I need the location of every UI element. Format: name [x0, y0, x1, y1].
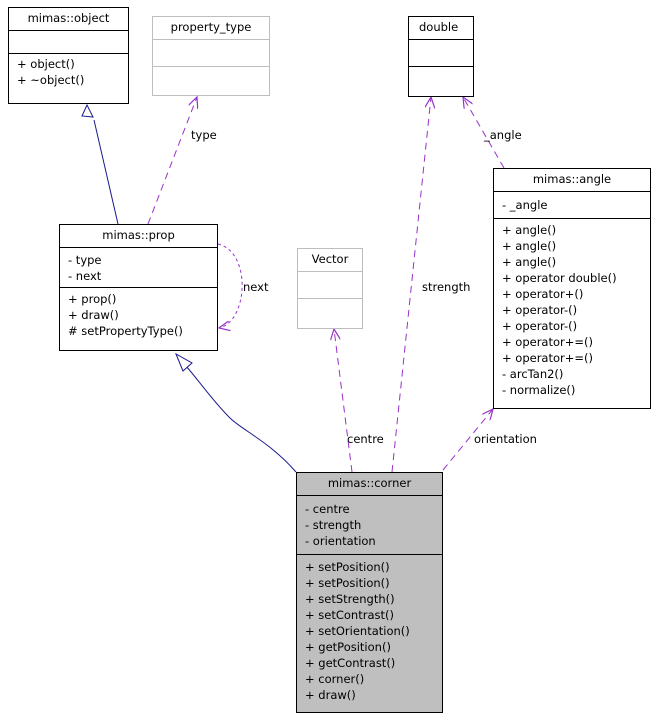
operations-section: + object() + ~object() [9, 53, 128, 90]
edge-label-centre: centre [347, 432, 384, 446]
usage-edge-orientation [442, 409, 493, 471]
operations-section [298, 298, 362, 325]
member-row: - _angle [502, 198, 548, 212]
member-row: + operator-() [502, 303, 578, 317]
usage-edge-type [147, 97, 197, 225]
operations-section [409, 66, 473, 93]
attributes-section: - _angle [494, 191, 650, 218]
member-row: + setStrength() [305, 592, 395, 606]
member-row: + setOrientation() [305, 624, 410, 638]
member-row: # setPropertyType() [68, 324, 183, 338]
member-row: + ~object() [17, 73, 85, 87]
edge-label-strength: strength [422, 280, 471, 294]
class-name: double [419, 20, 459, 34]
class-name: mimas::corner [327, 476, 412, 490]
inheritance-arrowhead-object [81, 103, 94, 118]
member-row: - type [68, 253, 102, 267]
member-row: + object() [17, 57, 75, 71]
inheritance-edge-corner-prop [185, 365, 297, 473]
operations-section [153, 66, 269, 93]
member-row: + corner() [305, 672, 365, 686]
member-row: - centre [305, 502, 350, 516]
class-prop[interactable]: mimas::prop - type- next + prop()+ draw(… [59, 224, 218, 351]
inheritance-arrowhead-prop [174, 352, 193, 372]
edge-label-type: type [191, 128, 217, 142]
class-corner[interactable]: mimas::corner - centre- strength- orient… [296, 472, 443, 713]
member-row: + getPosition() [305, 640, 391, 654]
member-row: + setPosition() [305, 560, 390, 574]
member-row: + angle() [502, 255, 557, 269]
member-row: + draw() [68, 308, 119, 322]
member-row: + angle() [502, 239, 557, 253]
member-row: - next [68, 269, 102, 283]
attributes-section: - centre - strength - orientation [297, 495, 442, 554]
usage-edge-centre [334, 329, 353, 473]
class-name: mimas::prop [102, 228, 175, 242]
attributes-section [153, 39, 269, 66]
inheritance-edge-prop-object [93, 119, 119, 225]
attributes-section: - type - next [60, 247, 217, 287]
member-row: - strength [305, 518, 362, 532]
class-name: Vector [311, 252, 349, 266]
class-name: mimas::angle [532, 172, 612, 186]
operations-section: + prop() + draw() # setPropertyType() [60, 287, 217, 341]
member-row: + operator double() [502, 271, 617, 285]
class-property-type[interactable]: property_type [152, 16, 270, 96]
member-row: + setContrast() [305, 608, 394, 622]
class-double[interactable]: double [408, 16, 474, 97]
class-angle[interactable]: mimas::angle - _angle + angle()+ angle()… [493, 168, 651, 409]
edge-label-orientation: orientation [474, 432, 537, 446]
attributes-section [409, 39, 473, 66]
class-name: property_type [170, 20, 252, 34]
attributes-section [9, 30, 128, 53]
member-row: + angle() [502, 223, 557, 237]
usage-edge-next [218, 243, 243, 328]
operations-section: + setPosition() + setPosition() + setStren… [297, 554, 442, 705]
class-name: mimas::object [27, 11, 110, 25]
member-row: + operator+() [502, 287, 584, 301]
member-row: + operator+=() [502, 335, 593, 349]
member-row: + draw() [305, 688, 356, 702]
edge-label-next: next [243, 280, 269, 294]
class-object[interactable]: mimas::object + object()+ ~object() [8, 7, 129, 104]
member-row: - orientation [305, 534, 376, 548]
member-row: + operator-() [502, 319, 578, 333]
member-row: + getContrast() [305, 656, 396, 670]
class-vector[interactable]: Vector [297, 248, 363, 329]
usage-edge-strength [391, 97, 431, 473]
member-row: + operator+=() [502, 351, 593, 365]
edge-label-angle: _angle [484, 128, 522, 142]
member-row: - arcTan2() [502, 367, 564, 381]
member-row: + setPosition() [305, 576, 390, 590]
member-row: + prop() [68, 292, 117, 306]
usage-edge-angle [463, 97, 505, 169]
attributes-section [298, 271, 362, 298]
operations-section: + angle() + angle() + angle() + operator do… [494, 218, 650, 400]
member-row: - normalize() [502, 383, 576, 397]
